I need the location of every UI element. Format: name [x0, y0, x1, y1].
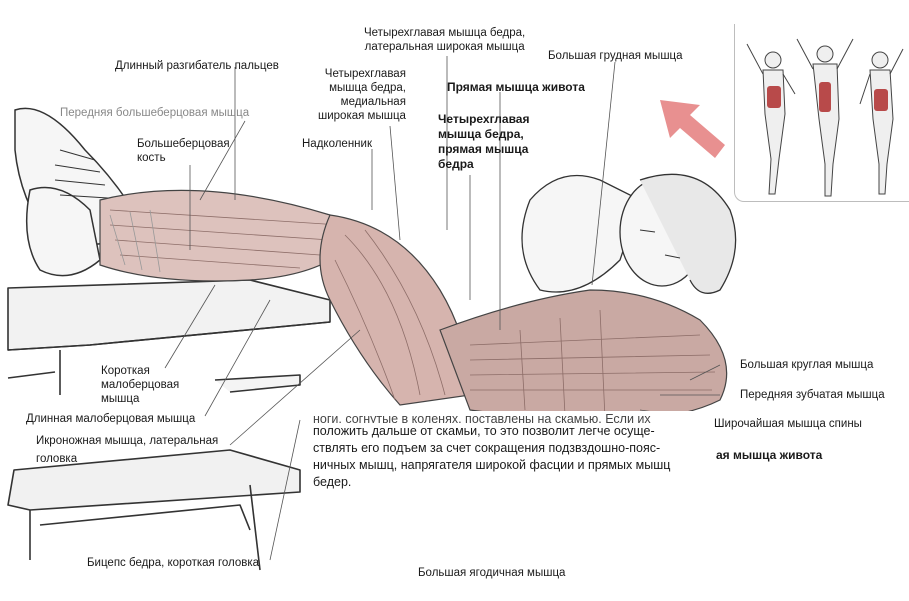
label-serratus: Передняя зубчатая мышца: [740, 389, 885, 401]
anatomy-figure-icon: [746, 38, 904, 197]
label-tibialis-anterior: Передняя большеберцовая мышца: [60, 107, 250, 119]
label-peroneus-longus: Длинная малоберцовая мышца: [26, 413, 196, 425]
label-pectoralis: Большая грудная мышца: [548, 50, 683, 62]
label-gluteus-maximus: Большая ягодичная мышца: [418, 567, 566, 579]
label-biceps-femoris: Бицепс бедра, короткая головка: [87, 557, 260, 569]
label-peroneus-brevis: Короткая малоберцовая мышца: [101, 365, 180, 405]
torso: [439, 289, 728, 419]
caption-line: ничных мышц, напрягателя широкой фасции …: [313, 458, 671, 472]
label-quad-lateral: Четырехглавая мышца бедра, латеральная ш…: [364, 27, 526, 53]
bench: [7, 279, 331, 571]
caption-fragment: ноги, согнутые в коленях, поставлены на …: [313, 412, 651, 423]
label-teres-major: Большая круглая мышца: [740, 359, 874, 371]
label-quad-rectus: Четырехглавая мышца бедра, прямая мышца …: [438, 112, 530, 171]
label-rectus-abdominis-2: ая мышца живота: [716, 448, 823, 462]
caption-text: ноги, согнутые в коленях, поставлены на …: [313, 411, 713, 519]
caption-line: положить дальше от скамьи, то это позвол…: [313, 424, 655, 438]
label-ext-digitorum: Длинный разгибатель пальцев: [115, 60, 279, 72]
caption-line: ствлять его подъем за счет сокращения по…: [313, 441, 661, 455]
label-latissimus: Широчайшая мышца спины: [714, 418, 862, 430]
label-rectus-abdominis: Прямая мышца живота: [447, 80, 585, 94]
highlight-regions: [767, 82, 888, 112]
caption-line: бедер.: [313, 475, 352, 489]
label-tibia: Большеберцовая кость: [137, 138, 230, 164]
label-gastrocnemius: Икроножная мышца, латеральная головка: [36, 435, 219, 465]
label-patella: Надколенник: [302, 138, 372, 150]
direction-arrow-icon: [660, 100, 725, 158]
muscle-map-inset: [734, 24, 909, 202]
label-quad-medial: Четырехглавая мышца бедра, медиальная ши…: [318, 68, 406, 122]
head-arms: [521, 173, 737, 294]
thighs: [319, 214, 471, 406]
